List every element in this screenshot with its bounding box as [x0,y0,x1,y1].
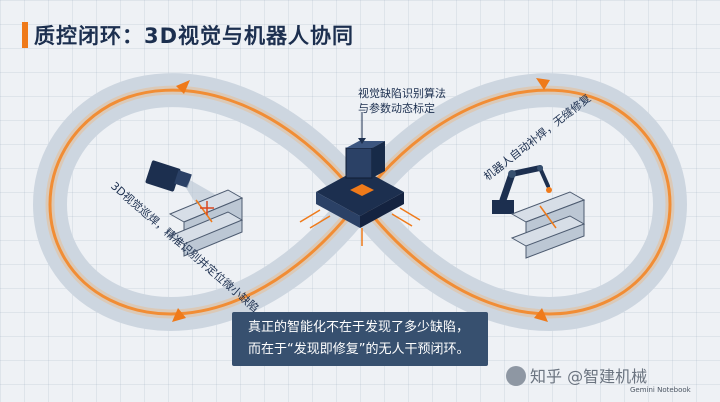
watermark-text: 知乎 @智建机械 [530,367,648,386]
callout-line-1: 视觉缺陷识别算法 [358,87,446,100]
flow-arrow-top-right [536,78,550,90]
flow-arrow-bottom-right [534,308,548,322]
camera-icon [145,160,218,220]
summary-line-2: 而在于“发现即修复”的无人干预闭环。 [248,342,470,357]
notebook-badge: Gemini Notebook [630,386,691,394]
callout-line-2: 与参数动态标定 [358,102,435,115]
watermark-logo-icon [506,365,526,386]
cross-marker-icon [200,201,214,215]
watermark: 知乎 @智建机械 [506,363,647,388]
robot-arm-icon [492,165,552,214]
steel-beam-icon [168,189,244,257]
title-accent-bar [22,22,28,48]
summary-line-1: 真正的智能化不在于发现了多少缺陷， [248,320,470,335]
steel-beam-icon [510,191,586,259]
chip-icon [299,141,421,246]
page-title: 质控闭环：3D视觉与机器人协同 [34,24,355,48]
algorithm-callout: 视觉缺陷识别算法 与参数动态标定 [358,86,446,116]
callout-arrow [358,138,366,144]
summary-panel: 真正的智能化不在于发现了多少缺陷， 而在于“发现即修复”的无人干预闭环。 [232,312,488,366]
flow-arrow-top-left [176,80,190,94]
flow-arrow-bottom-left [172,308,186,322]
